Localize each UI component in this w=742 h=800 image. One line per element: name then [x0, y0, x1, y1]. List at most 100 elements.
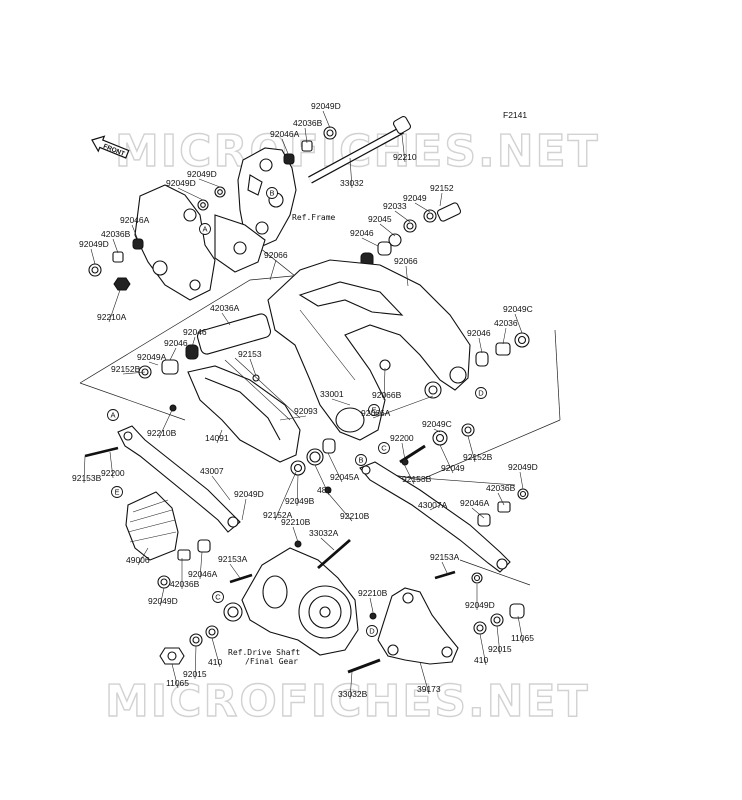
part-label-92046a: 92046A	[460, 498, 490, 508]
leader-line	[394, 210, 411, 223]
leader-line	[429, 504, 441, 511]
part-label-92152a: 92152A	[263, 510, 293, 520]
part-label-43007: 43007	[200, 466, 224, 476]
leader-line	[249, 358, 257, 377]
part-label-92049c: 92049C	[422, 419, 452, 429]
svg-text:D: D	[478, 389, 484, 398]
part-label-42036b: 42036B	[486, 483, 516, 493]
svg-text:E: E	[114, 488, 119, 497]
leader-line	[322, 110, 331, 129]
svg-text:B: B	[358, 456, 363, 465]
leader-line	[517, 615, 524, 644]
part-label-92049d: 92049D	[148, 596, 178, 606]
leader-line	[478, 337, 483, 354]
cover-14091	[187, 357, 301, 463]
part-label-42036a: 42036A	[210, 303, 240, 313]
leader-line	[479, 633, 487, 666]
leader-line	[433, 428, 441, 433]
part-label-92015: 92015	[488, 644, 512, 654]
part-label-92046: 92046	[467, 328, 491, 338]
svg-text:B: B	[269, 189, 274, 198]
part-label-92210b: 92210B	[281, 517, 311, 527]
part-label-92153a: 92153A	[218, 554, 248, 564]
leader-line	[221, 312, 231, 326]
rubber-boot	[125, 491, 179, 561]
bushings-top	[88, 126, 462, 299]
part-label-33032b: 33032B	[338, 689, 368, 699]
part-label-92153b: 92153B	[72, 473, 102, 483]
leader-line	[171, 663, 179, 689]
part-label-92046a: 92046A	[270, 129, 300, 139]
leader-line	[467, 435, 476, 463]
part-number-labels: 92049D42036B92046A922103303292049D92049D…	[72, 101, 538, 699]
leader-line	[369, 597, 374, 613]
part-label-33001: 33001	[320, 389, 344, 399]
part-label-92049d: 92049D	[508, 462, 538, 472]
figure-code: F2141	[503, 110, 527, 120]
svg-text:E: E	[371, 406, 376, 415]
leader-line	[269, 259, 277, 281]
leader-line	[383, 367, 386, 401]
leader-line	[403, 463, 415, 485]
part-label-92210b: 92210B	[340, 511, 370, 521]
svg-text:A: A	[202, 225, 207, 234]
bushings-right	[379, 332, 530, 464]
leader-line	[83, 455, 86, 484]
leader-line	[159, 587, 165, 607]
part-label-92049d: 92049D	[311, 101, 341, 111]
part-label-92210a: 92210A	[97, 312, 127, 322]
part-label-92046a: 92046A	[188, 569, 218, 579]
leader-line	[137, 547, 149, 566]
leader-line	[90, 248, 96, 265]
leader-line	[419, 661, 430, 695]
leader-line	[502, 327, 507, 345]
part-label-92015: 92015	[183, 669, 207, 679]
leader-line	[497, 492, 505, 506]
circle-letter-c: C	[212, 591, 224, 603]
leader-line	[216, 429, 223, 444]
part-label-42036b: 42036B	[293, 118, 323, 128]
leader-line	[401, 134, 406, 163]
leader-line	[292, 526, 299, 543]
ref-drive-shaft: Ref.Drive Shaft	[228, 648, 300, 657]
leader-line	[211, 637, 221, 668]
part-label-92200: 92200	[101, 468, 125, 478]
leader-line	[496, 625, 501, 655]
leader-line	[439, 444, 454, 474]
leader-line	[349, 671, 353, 700]
part-label-39173: 39173	[417, 684, 441, 694]
part-label-92033: 92033	[383, 201, 407, 211]
bushings-middle	[169, 404, 529, 548]
leader-lines	[83, 110, 524, 700]
part-label-92153a: 92153A	[430, 552, 460, 562]
part-label-410: 410	[208, 657, 222, 667]
leader-line	[169, 347, 177, 361]
leader-line	[148, 361, 159, 366]
circle-letter-b: B	[355, 454, 367, 466]
leader-line	[191, 336, 196, 348]
circle-letter-a: A	[107, 409, 119, 421]
part-label-33032: 33032	[340, 178, 364, 188]
part-label-92049d: 92049D	[234, 489, 264, 499]
bushings-bottom-left	[157, 539, 253, 589]
part-label-92153: 92153	[238, 349, 262, 359]
part-label-92049d: 92049D	[187, 169, 217, 179]
part-label-42036: 42036	[494, 318, 518, 328]
leader-line	[112, 238, 119, 254]
part-label-92049b: 92049B	[285, 496, 315, 506]
leader-line	[274, 471, 297, 521]
svg-text:A: A	[110, 411, 115, 420]
leader-line	[122, 371, 146, 375]
leader-line	[372, 395, 434, 419]
ref-final-gear: /Final Gear	[245, 657, 298, 666]
leader-line	[131, 224, 139, 241]
part-label-92200: 92200	[390, 433, 414, 443]
part-label-92152b: 92152B	[463, 452, 493, 462]
part-label-92049d: 92049D	[166, 178, 196, 188]
leader-line	[198, 178, 221, 188]
circle-letter-a: A	[199, 223, 211, 235]
watermark-bottom: MICROFICHES.NET	[105, 676, 590, 727]
bushings-bottom-center	[159, 625, 219, 665]
leader-line	[304, 127, 308, 144]
